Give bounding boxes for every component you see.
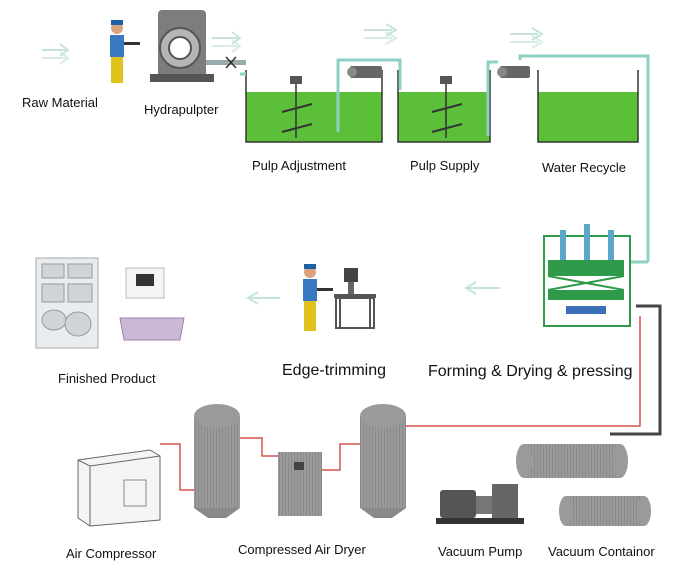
air-compressor xyxy=(77,449,161,527)
hydrapulper-machine xyxy=(150,10,246,82)
label-edge-trimming: Edge-trimming xyxy=(282,362,387,379)
flow-arrow-1 xyxy=(42,43,70,65)
forming-machine xyxy=(543,224,631,327)
label-water-recycle: Water Recycle xyxy=(542,160,627,175)
label-hydrapulpter: Hydrapulpter xyxy=(144,102,219,117)
flow-arrow-4 xyxy=(510,27,544,49)
pulp-adjustment-tank xyxy=(245,70,383,143)
water-recycle-tank xyxy=(537,70,639,143)
finished-product-trays xyxy=(35,257,185,349)
label-pulp-adjustment: Pulp Adjustment xyxy=(252,158,346,173)
air-dryer xyxy=(278,452,322,516)
label-finished-product: Finished Product xyxy=(58,371,156,386)
pipe-teal xyxy=(240,54,650,264)
label-forming-drying-pressing: Forming & Drying & pressing xyxy=(428,363,633,380)
label-air-compressor: Air Compressor xyxy=(66,546,157,561)
worker-icon xyxy=(303,264,333,331)
label-pulp-supply: Pulp Supply xyxy=(410,158,480,173)
label-compressed-air-dryer: Compressed Air Dryer xyxy=(238,542,366,557)
pipe-dark xyxy=(610,304,662,436)
label-raw-material: Raw Material xyxy=(22,95,98,110)
air-tank xyxy=(194,404,240,518)
worker-icon xyxy=(110,20,140,83)
air-tank xyxy=(360,404,406,518)
vacuum-pump xyxy=(436,484,524,524)
edge-trimming-machine xyxy=(334,268,376,329)
label-vacuum-pump: Vacuum Pump xyxy=(438,544,523,559)
flow-arrow-5 xyxy=(464,281,500,295)
vacuum-container xyxy=(516,444,651,526)
pulp-supply-tank xyxy=(397,70,491,143)
pump-icon xyxy=(347,66,530,78)
flow-arrow-3 xyxy=(364,23,398,45)
flow-arrow-6 xyxy=(246,291,280,305)
label-vacuum-container: Vacuum Containor xyxy=(548,544,655,559)
flow-arrow-2 xyxy=(212,31,242,53)
